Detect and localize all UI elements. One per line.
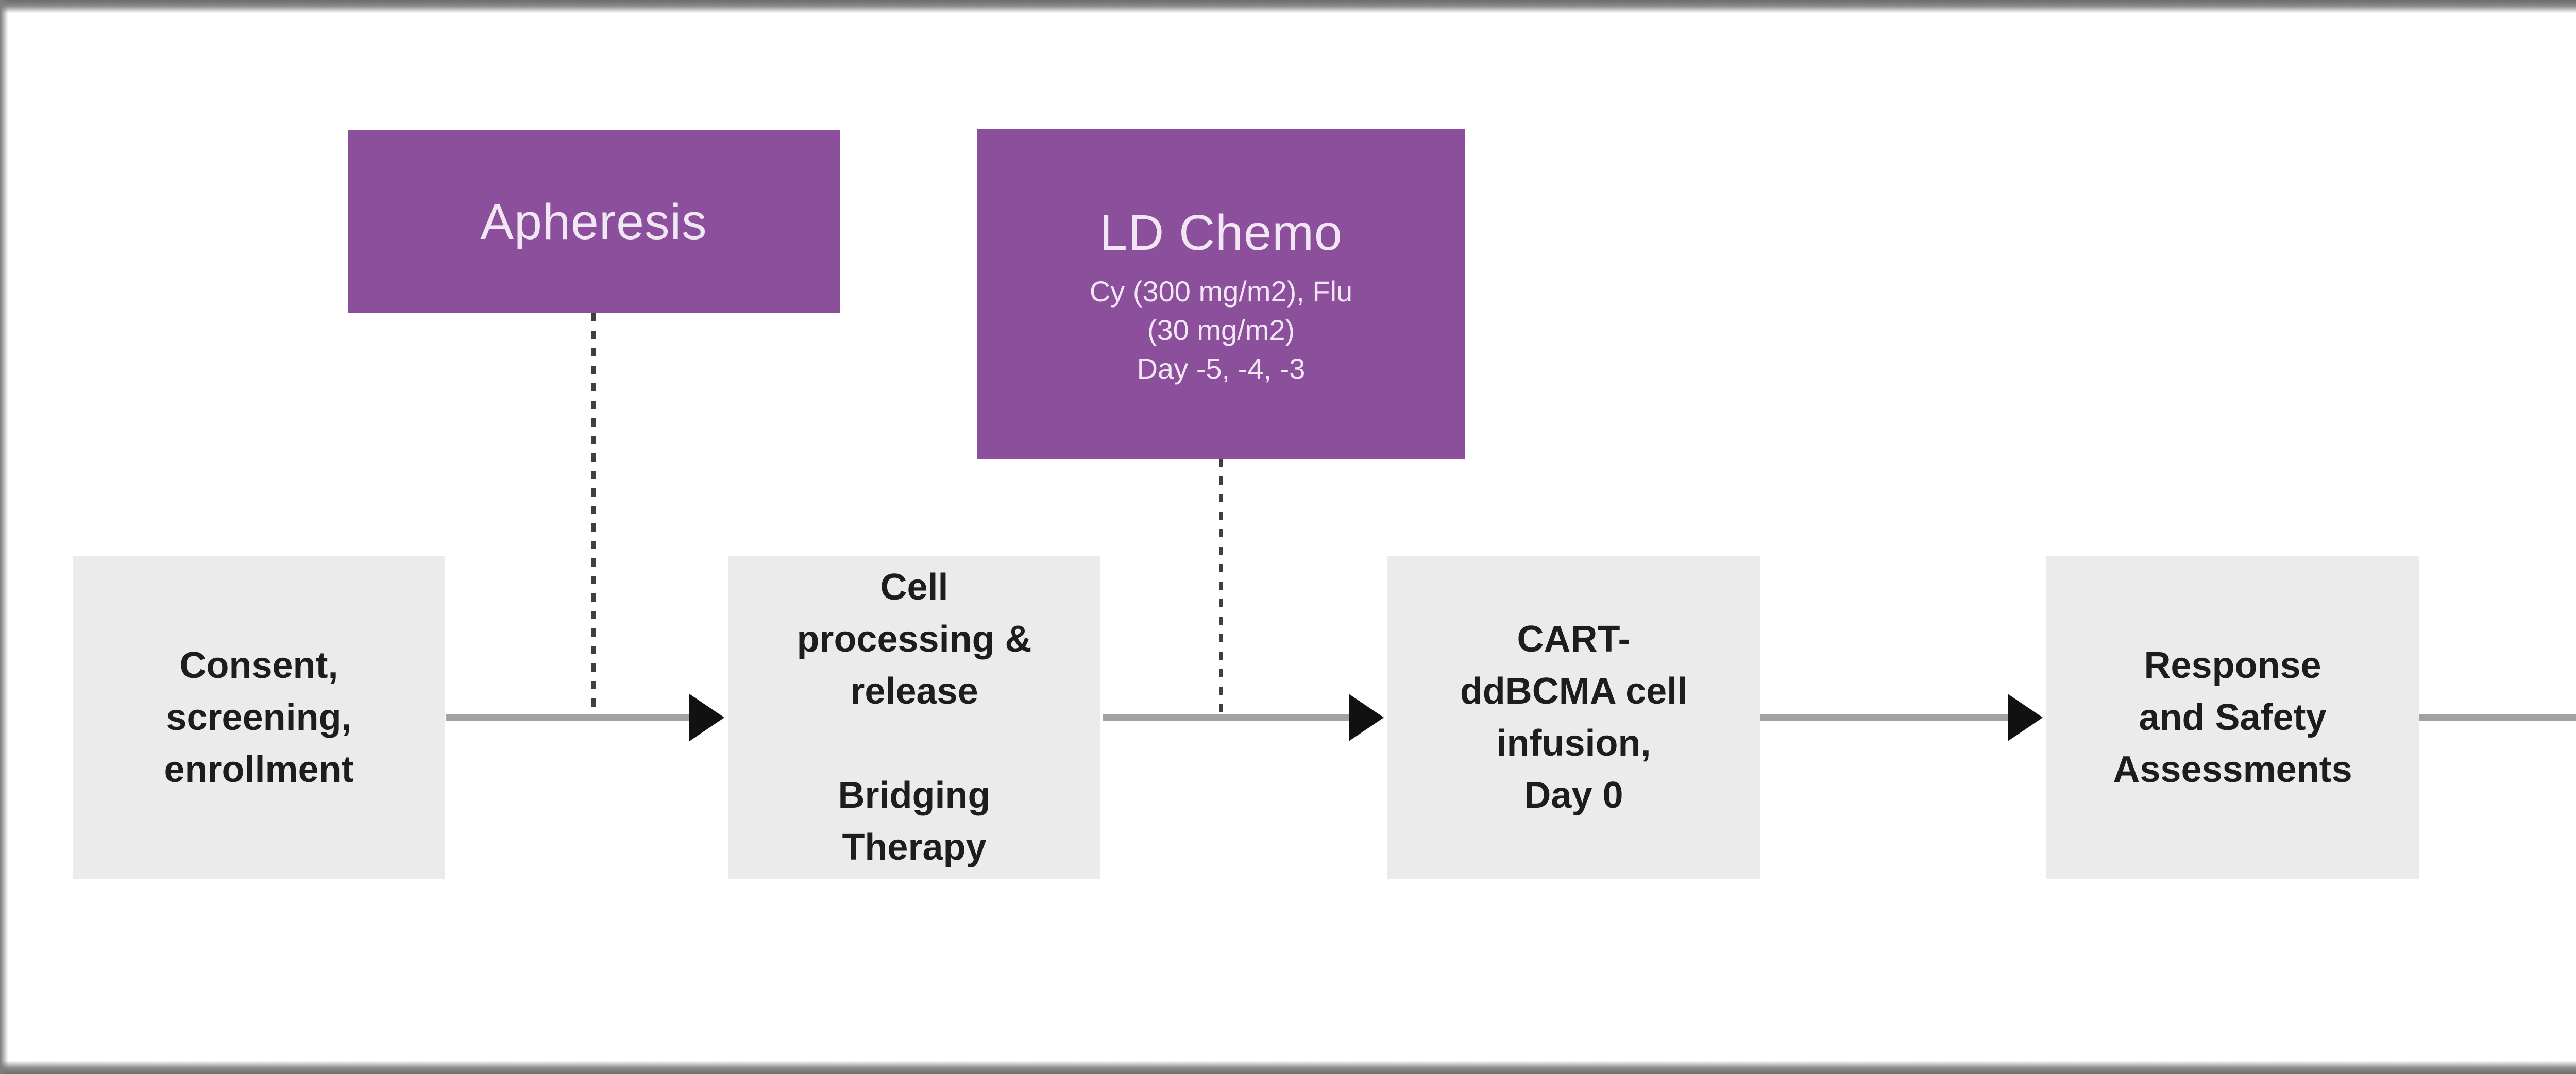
text-line	[909, 718, 919, 770]
text-line: Response	[2144, 644, 2321, 686]
arrow-shaft	[2419, 714, 2576, 721]
arrow-shaft	[1103, 714, 1354, 721]
arrow-shaft	[1760, 714, 2013, 721]
ld-chemo-box-title: LD Chemo	[1099, 204, 1343, 261]
frame-border-top	[0, 0, 2576, 13]
text-line: CART-	[1517, 619, 1631, 660]
flow-arrow-4	[2419, 694, 2576, 741]
text-line: infusion,	[1496, 723, 1651, 764]
text-line: processing &	[796, 619, 1032, 660]
arrow-head-icon	[689, 694, 724, 741]
text-line: release	[850, 671, 978, 712]
text-line: Day -5, -4, -3	[1137, 352, 1306, 385]
apheresis-box: Apheresis	[348, 130, 840, 313]
text-line: Assessments	[2113, 748, 2352, 790]
apheresis-box-title: Apheresis	[480, 194, 707, 250]
flow-arrow-1	[446, 694, 724, 741]
text-line: Cy (300 mg/m2), Flu	[1089, 275, 1353, 308]
dotted-connector-ld-chemo	[1219, 459, 1223, 715]
text-line: (30 mg/m2)	[1147, 314, 1295, 346]
arrow-head-icon	[2008, 694, 2043, 741]
flow-arrow-3	[1760, 694, 2043, 741]
arrow-head-icon	[1349, 694, 1384, 741]
text-line: Bridging	[838, 775, 991, 816]
text-line: Therapy	[842, 827, 987, 868]
text-line: ddBCMA cell	[1460, 671, 1688, 712]
text-line: and Safety	[2139, 696, 2327, 738]
ld-chemo-box: LD Chemo Cy (300 mg/m2), Flu (30 mg/m2) Da…	[977, 129, 1465, 459]
frame-border-bottom	[0, 1061, 2576, 1074]
stage-box-consent: Consent, screening, enrollment	[73, 556, 445, 879]
ld-chemo-box-details: Cy (300 mg/m2), Flu (30 mg/m2) Day -5, -4,…	[1090, 272, 1352, 388]
stage-box-infusion: CART-ddBCMA cell infusion, Day 0	[1387, 556, 1760, 879]
text-line: screening,	[166, 696, 352, 738]
flow-arrow-2	[1103, 694, 1384, 741]
text-line: enrollment	[164, 748, 354, 790]
text-line: Cell	[880, 567, 948, 608]
text-line: Consent,	[179, 644, 338, 686]
arrow-shaft	[446, 714, 694, 721]
frame-border-left	[0, 0, 8, 1074]
dotted-connector-apheresis	[591, 313, 596, 715]
text-line: Day 0	[1524, 775, 1623, 816]
